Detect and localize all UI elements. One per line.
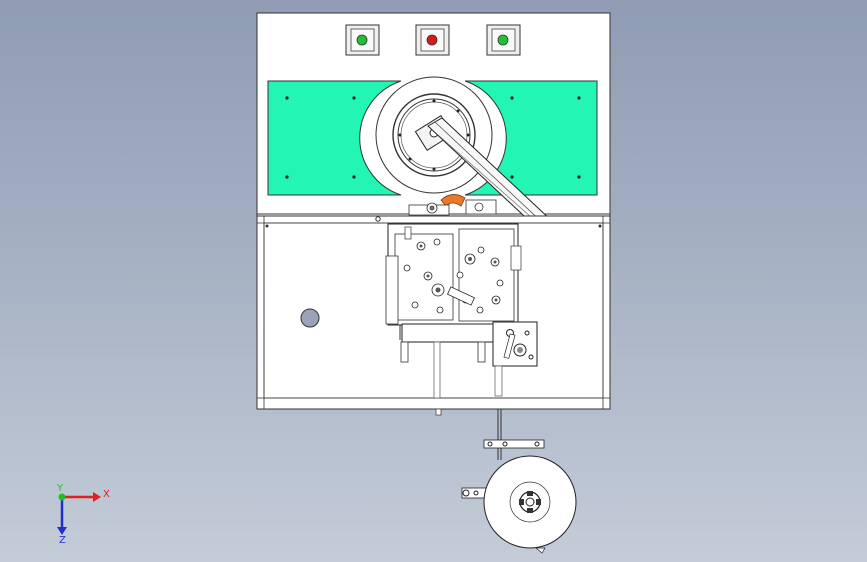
x-axis-label: X bbox=[103, 489, 110, 500]
upper-gripper bbox=[408, 199, 497, 216]
start-button[interactable] bbox=[345, 24, 380, 56]
green-mounting-plate bbox=[267, 80, 598, 196]
reel-assembly bbox=[461, 409, 577, 554]
y-axis-label: Y bbox=[56, 483, 64, 494]
stop-button[interactable] bbox=[415, 24, 450, 56]
main-mechanism bbox=[385, 223, 522, 340]
coordinate-triad: X Y Z bbox=[56, 483, 110, 546]
z-axis-label: Z bbox=[59, 535, 66, 546]
run-lamp-icon bbox=[497, 34, 509, 46]
cable-port bbox=[300, 308, 320, 328]
stop-lamp-icon bbox=[426, 34, 438, 46]
run-button[interactable] bbox=[486, 24, 521, 56]
tension-bracket bbox=[492, 321, 538, 397]
y-axis-icon bbox=[58, 493, 66, 501]
bottom-bolt bbox=[435, 408, 442, 416]
start-lamp-icon bbox=[356, 34, 368, 46]
